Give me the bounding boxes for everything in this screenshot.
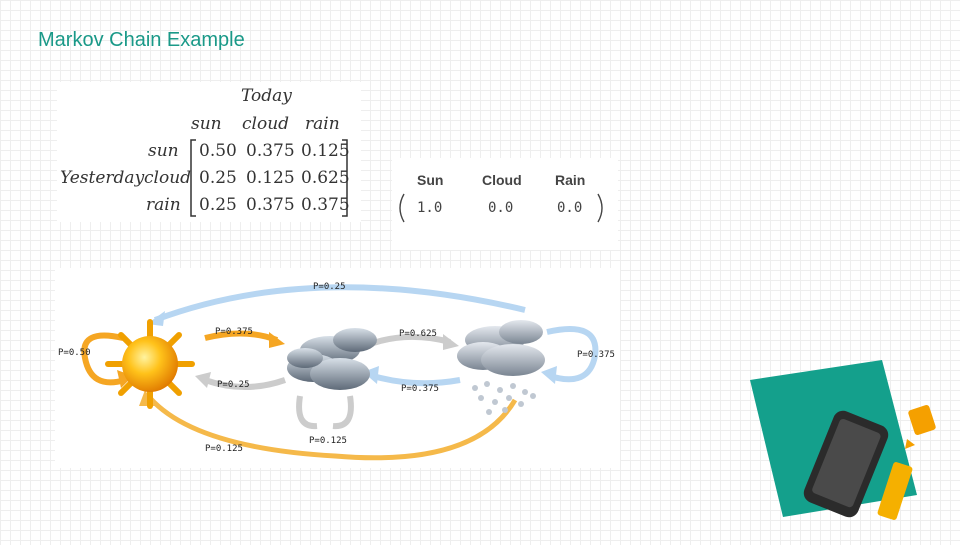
matrix-row-label: sun bbox=[148, 141, 179, 161]
prob-label: P=0.375 bbox=[215, 327, 253, 337]
matrix-col-header: rain bbox=[305, 114, 340, 134]
loop-cloud-self bbox=[296, 395, 354, 430]
matrix-cell: 0.125 bbox=[246, 168, 295, 188]
slide-title: Markov Chain Example bbox=[38, 29, 245, 51]
prob-label: P=0.25 bbox=[313, 282, 346, 292]
cloud-icon bbox=[287, 328, 377, 390]
vector-header: Cloud bbox=[482, 172, 522, 188]
vector-header: Rain bbox=[555, 172, 586, 188]
sun-icon bbox=[105, 319, 195, 409]
matrix-cell: 0.625 bbox=[301, 168, 350, 188]
state-diagram: P=0.25 P=0.375 P=0.625 P=0.50 P=0.375 P=… bbox=[55, 268, 620, 468]
matrix-cell: 0.375 bbox=[301, 195, 350, 215]
vector-parentheses bbox=[399, 193, 603, 223]
arrowhead bbox=[443, 334, 459, 350]
phone-icon bbox=[803, 410, 889, 518]
decorative-illustration bbox=[745, 355, 960, 540]
rain-icon bbox=[457, 320, 545, 415]
loop-sun-self bbox=[81, 332, 126, 386]
matrix-cell: 0.375 bbox=[246, 141, 295, 161]
matrix-row-label: cloud bbox=[144, 168, 192, 188]
initial-state-vector: Sun Cloud Rain 1.0 0.0 0.0 bbox=[392, 158, 618, 250]
prob-label: P=0.125 bbox=[309, 436, 347, 446]
loop-rain-self bbox=[546, 326, 599, 383]
arc-sun-rain bbox=[153, 284, 526, 323]
matrix-cell: 0.25 bbox=[199, 168, 237, 188]
vector-value: 0.0 bbox=[488, 200, 514, 216]
marker-icon bbox=[877, 462, 913, 520]
prob-label: P=0.375 bbox=[577, 350, 615, 360]
prob-label: P=0.25 bbox=[217, 380, 250, 390]
matrix-cell: 0.50 bbox=[199, 141, 237, 161]
arc-rain-cloud bbox=[372, 373, 461, 387]
vector-value: 0.0 bbox=[557, 200, 583, 216]
sticky-note-icon bbox=[905, 405, 936, 449]
arrowhead bbox=[195, 372, 211, 388]
prob-label: P=0.375 bbox=[401, 384, 439, 394]
matrix-row-label: rain bbox=[146, 195, 181, 215]
matrix-brackets bbox=[190, 139, 348, 217]
vector-header: Sun bbox=[417, 172, 444, 188]
arrowhead bbox=[269, 332, 285, 348]
vector-value: 1.0 bbox=[417, 200, 443, 216]
prob-label: P=0.625 bbox=[399, 329, 437, 339]
matrix-col-header: sun bbox=[191, 114, 222, 134]
matrix-cell: 0.125 bbox=[301, 141, 350, 161]
prob-label: P=0.125 bbox=[205, 444, 243, 454]
prob-label: P=0.50 bbox=[58, 348, 91, 358]
transition-matrix: Today sun cloud rain Yesterday sun cloud… bbox=[57, 82, 361, 222]
matrix-top-label: Today bbox=[241, 86, 292, 106]
matrix-cell: 0.375 bbox=[246, 195, 295, 215]
matrix-col-header: cloud bbox=[242, 114, 290, 134]
arrowhead bbox=[541, 366, 557, 384]
arc-cloud-sun bbox=[204, 377, 286, 390]
arc-rain-sun bbox=[148, 396, 518, 461]
matrix-side-label: Yesterday bbox=[60, 168, 145, 188]
matrix-cell: 0.25 bbox=[199, 195, 237, 215]
